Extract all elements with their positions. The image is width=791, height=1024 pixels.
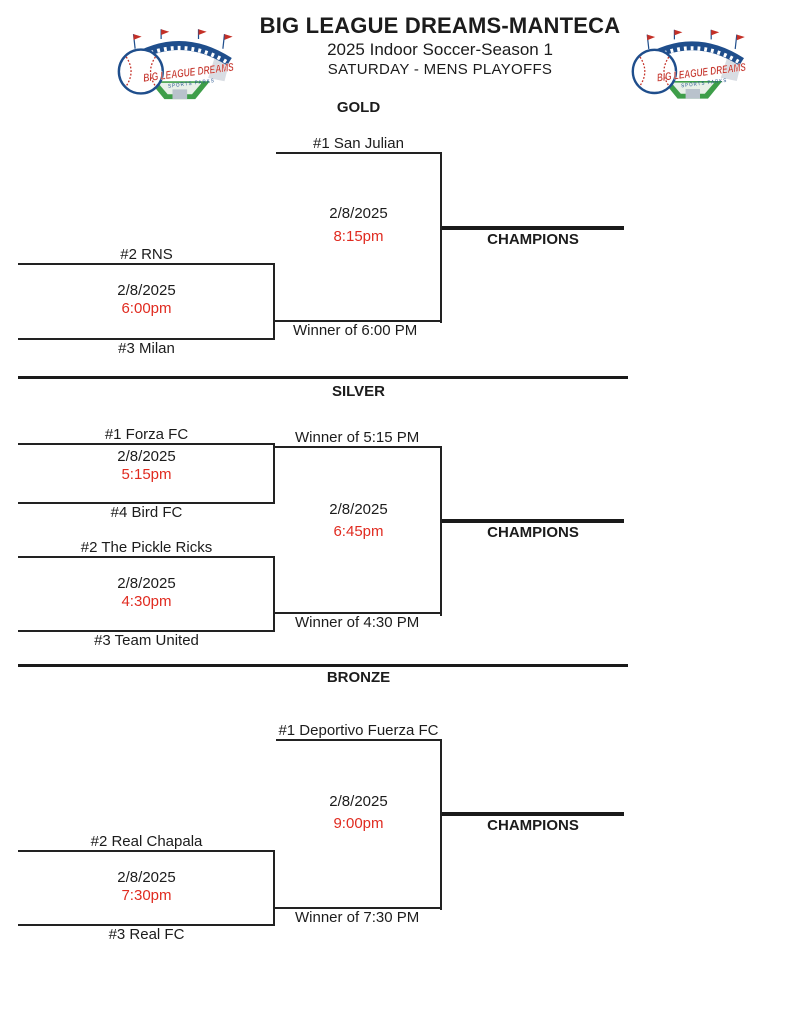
silver-semi2-top-line <box>18 556 275 558</box>
gold-final-time: 8:15pm <box>333 228 384 245</box>
big-league-dreams-logo-right: BIG LEAGUE DREAMS SPORTS PARKS <box>631 29 747 99</box>
gold-champions-line <box>442 226 624 230</box>
silver-semi2-date: 2/8/2025 <box>117 575 176 592</box>
baseball-icon <box>631 48 678 95</box>
silver-champions-label: CHAMPIONS <box>487 524 579 541</box>
bronze-semi-time: 7:30pm <box>121 887 172 904</box>
logo-subtext: SPORTS PARKS <box>681 78 728 90</box>
bronze-semi-top-team: #2 Real Chapala <box>90 833 203 850</box>
silver-final-bottom-line <box>275 612 442 614</box>
silver-semi1-date: 2/8/2025 <box>117 448 176 465</box>
season-subtitle: 2025 Indoor Soccer-Season 1 <box>327 40 553 59</box>
gold-champions-label: CHAMPIONS <box>487 231 579 248</box>
bronze-final-time: 9:00pm <box>333 815 384 832</box>
silver-champions-line <box>442 519 624 523</box>
bronze-semi-bottom-team: #3 Real FC <box>108 926 185 943</box>
gold-semi-right-line <box>273 263 275 340</box>
field-icon <box>663 81 723 99</box>
silver-semi1-bottom-line <box>18 502 275 504</box>
silver-semi1-time: 5:15pm <box>121 466 172 483</box>
bronze-champions-line <box>442 812 624 816</box>
bronze-final-right-line <box>440 739 442 910</box>
gold-winner-line <box>275 320 442 322</box>
section-divider-1 <box>18 376 628 379</box>
gold-final-right-line <box>440 152 442 323</box>
gold-winner-label: Winner of 6:00 PM <box>293 322 418 339</box>
bronze-final-date: 2/8/2025 <box>329 793 388 810</box>
bronze-final-top-line <box>276 739 442 741</box>
silver-semi2-bottom-line <box>18 630 275 632</box>
section-divider-2 <box>18 664 628 667</box>
gold-semi-bottom-team: #3 Milan <box>118 340 175 357</box>
gold-semi-time: 6:00pm <box>121 300 172 317</box>
bronze-winner-label: Winner of 7:30 PM <box>295 909 420 926</box>
baseball-icon <box>117 48 164 95</box>
gold-semi-top-line <box>18 263 275 265</box>
silver-final-top-line <box>275 446 442 448</box>
silver-final-right-line <box>440 446 442 616</box>
field-icon <box>149 81 210 100</box>
silver-semi1-top-team: #1 Forza FC <box>104 426 189 443</box>
event-line: SATURDAY - MENS PLAYOFFS <box>327 61 553 78</box>
division-title-silver: SILVER <box>331 383 386 400</box>
big-league-dreams-logo-left: BIG LEAGUE DREAMS SPORTS PARKS <box>117 29 235 100</box>
logo-subtext: SPORTS PARKS <box>168 78 216 90</box>
division-title-bronze: BRONZE <box>326 669 391 686</box>
silver-semi1-top-line <box>18 443 275 445</box>
gold-semi-date: 2/8/2025 <box>117 282 176 299</box>
flag-icons <box>132 29 233 49</box>
flag-icons <box>646 29 745 50</box>
silver-semi2-time: 4:30pm <box>121 593 172 610</box>
bronze-semi-date: 2/8/2025 <box>117 869 176 886</box>
division-title-gold: GOLD <box>336 99 381 116</box>
gold-semi-bottom-line <box>18 338 275 340</box>
gold-semi-top-team: #2 RNS <box>120 246 173 263</box>
bronze-semi-right-line <box>273 850 275 926</box>
bronze-champions-label: CHAMPIONS <box>487 817 579 834</box>
silver-final-time: 6:45pm <box>333 523 384 540</box>
silver-semi1-right-line <box>273 443 275 504</box>
silver-final-top-label: Winner of 5:15 PM <box>295 429 420 446</box>
silver-semi2-right-line <box>273 556 275 632</box>
bronze-winner-line <box>275 907 442 909</box>
silver-semi2-bottom-team: #3 Team United <box>94 632 199 649</box>
gold-final-top-line <box>276 152 442 154</box>
silver-final-date: 2/8/2025 <box>329 501 388 518</box>
gold-final-top-team: #1 San Julian <box>313 135 404 152</box>
silver-final-bottom-label: Winner of 4:30 PM <box>295 614 420 631</box>
bronze-final-top-team: #1 Deportivo Fuerza FC <box>278 722 439 739</box>
silver-semi1-bottom-team: #4 Bird FC <box>110 504 183 521</box>
page-title: BIG LEAGUE DREAMS-MANTECA <box>259 13 621 38</box>
bronze-semi-bottom-line <box>18 924 275 926</box>
bronze-semi-top-line <box>18 850 275 852</box>
silver-semi2-top-team: #2 The Pickle Ricks <box>80 539 213 556</box>
gold-final-date: 2/8/2025 <box>329 205 388 222</box>
